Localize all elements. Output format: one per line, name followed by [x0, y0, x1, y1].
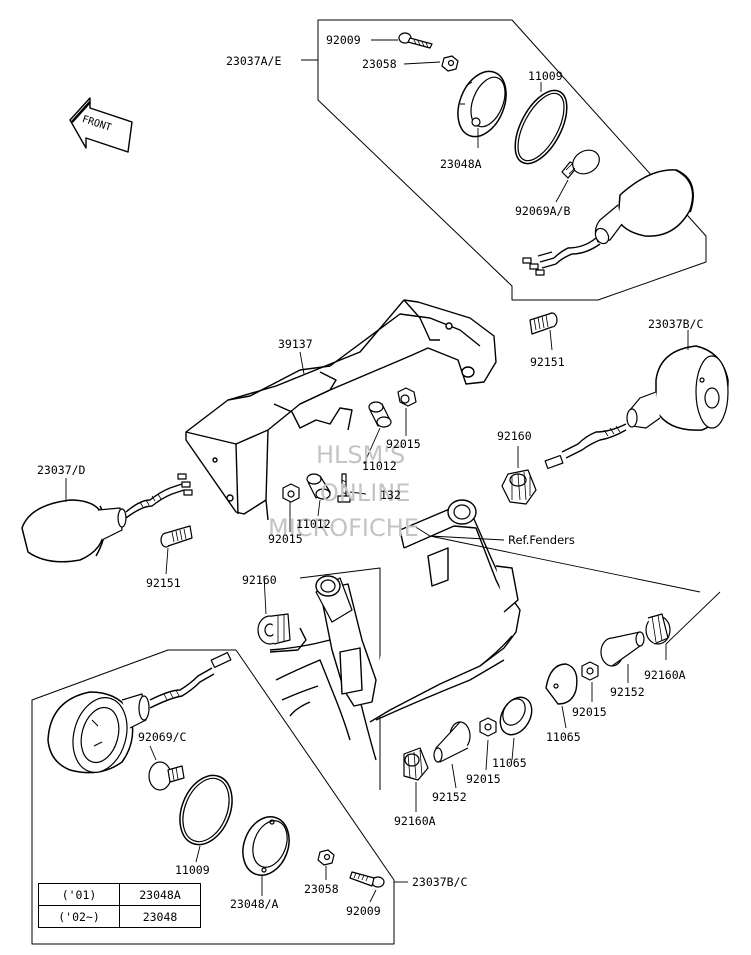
turn-signal-right: [544, 345, 729, 470]
label-ref-fenders: Ref.Fenders: [508, 533, 575, 547]
table-cell-year: ('01): [38, 883, 120, 906]
gasket-11009-top: [514, 89, 568, 165]
table-cell-year: ('02~): [38, 905, 120, 928]
screw-132: [337, 473, 351, 503]
turn-signal-bottom: [47, 651, 232, 774]
label-92069ab: 92069A/B: [515, 204, 571, 218]
lens-23048a-top: [457, 70, 507, 138]
label-23058-top: 23058: [362, 57, 397, 71]
screw-92009-low: [349, 871, 385, 888]
bushing-11012-b: [306, 473, 331, 500]
nut-23058-top: [441, 55, 459, 72]
assembly-box-top: [317, 19, 707, 301]
front-arrow-icon: [69, 97, 133, 153]
label-23058-low: 23058: [304, 882, 339, 896]
spacer-92015-b: [282, 483, 300, 503]
bulb-92069ab: [561, 149, 600, 179]
turn-signal-left: [21, 473, 193, 563]
label-23037bc-top: 23037B/C: [648, 317, 704, 331]
table-row: ('01) 23048A: [38, 883, 201, 906]
label-92015-a: 92015: [386, 437, 421, 451]
label-39137: 39137: [278, 337, 313, 351]
label-92160a-low: 92160A: [394, 814, 436, 828]
grommet-92160-left: [257, 613, 291, 645]
label-11012-b: 11012: [296, 517, 331, 531]
bracket-39137: [185, 299, 497, 521]
label-23037d: 23037/D: [37, 463, 86, 477]
label-11012-a: 11012: [362, 459, 397, 473]
frame-rails: [269, 507, 521, 790]
label-11009-top: 11009: [528, 69, 563, 83]
gasket-11009-low: [179, 774, 233, 846]
leader-lines: [65, 39, 721, 903]
grommet-92160a-low: [403, 747, 429, 781]
label-92160a-right: 92160A: [644, 668, 686, 682]
table-cell-part: 23048A: [119, 883, 201, 906]
label-23037bc-low: 23037B/C: [412, 875, 468, 889]
bolt-92151-right: [529, 312, 558, 335]
table-cell-part: 23048: [119, 905, 201, 928]
year-part-table: ('01) 23048A ('02~) 23048: [38, 883, 201, 928]
nut-23058-low: [317, 849, 335, 866]
watermark-line-3: MICROFICHE: [268, 514, 419, 542]
cap-11065-a: [545, 663, 578, 705]
label-92151-left: 92151: [146, 576, 181, 590]
label-92152-low: 92152: [432, 790, 467, 804]
label-23048a-low: 23048/A: [230, 897, 279, 911]
label-92069c: 92069/C: [138, 730, 187, 744]
assembly-box-bottom: [31, 649, 395, 945]
grommet-92160-mid: [501, 469, 537, 505]
watermark-line-1: HLSM'S: [316, 441, 406, 469]
sleeve-92152-right: [600, 631, 645, 667]
table-row: ('02~) 23048: [38, 905, 201, 928]
bolt-92151-left: [160, 525, 193, 548]
bushing-11012-a: [368, 401, 392, 428]
grommet-92160a-right: [645, 613, 671, 645]
turn-signal-top: [522, 169, 694, 276]
label-92015-b: 92015: [268, 532, 303, 546]
spacer-92015-right: [581, 661, 599, 681]
label-11065-b: 11065: [492, 756, 527, 770]
screw-92009-top: [398, 32, 433, 49]
lens-23048a-low: [242, 816, 290, 876]
label-92152-right: 92152: [610, 685, 645, 699]
label-23048a-top: 23048A: [440, 157, 482, 171]
sleeve-92152-low: [433, 721, 471, 763]
spacer-92015-low: [479, 717, 497, 737]
bulb-92069c: [148, 761, 185, 791]
cap-11065-b: [499, 696, 533, 736]
label-92015-low: 92015: [466, 772, 501, 786]
label-11065-a: 11065: [546, 730, 581, 744]
label-92151-right: 92151: [530, 355, 565, 369]
watermark-line-2: ONLINE: [320, 479, 411, 507]
label-11009-low: 11009: [175, 863, 210, 877]
label-92160-mid: 92160: [497, 429, 532, 443]
label-92009-low: 92009: [346, 904, 381, 918]
tube-right: [447, 499, 477, 525]
label-92009-top: 92009: [326, 33, 361, 47]
tube-left: [315, 575, 353, 623]
label-23037ae: 23037A/E: [226, 54, 282, 68]
label-132: 132: [380, 488, 401, 502]
label-92160-left: 92160: [242, 573, 277, 587]
label-92015-right: 92015: [572, 705, 607, 719]
spacer-92015-a: [397, 387, 417, 407]
